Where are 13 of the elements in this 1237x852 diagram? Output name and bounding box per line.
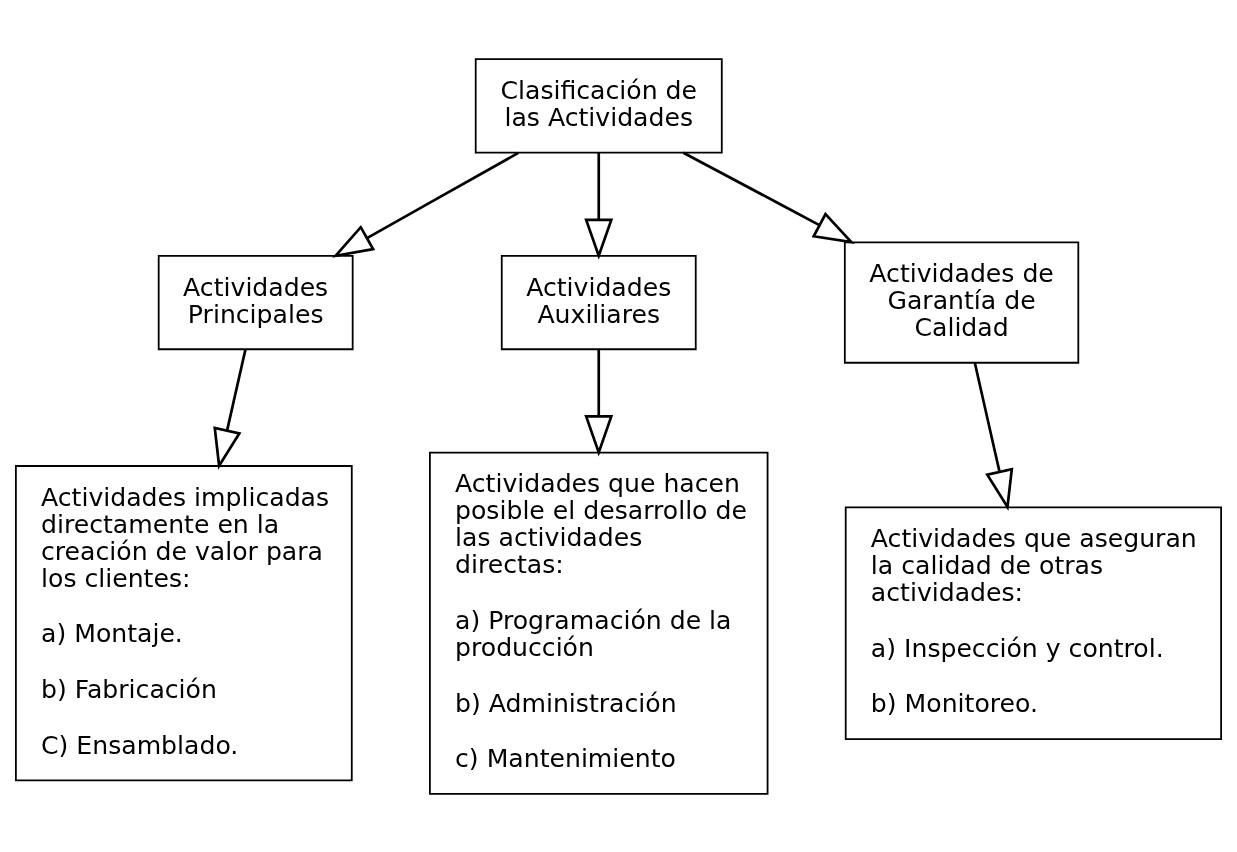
node-box: Actividades Auxiliares	[500, 254, 697, 350]
arrow	[973, 362, 1014, 511]
node-box: Clasificación de las Actividades	[474, 57, 723, 153]
node-box: Actividades Principales	[157, 254, 354, 350]
node-box: Actividades que hacen posible el desarrollo de las actividades directas: a) Programación de la producción b) Administración c) Mantenimiento	[429, 451, 769, 795]
node-box: Actividades de Garantía de Calidad	[843, 241, 1080, 364]
node-box: Actividades implicadas directamente en la creación de valor para los clientes: a) Montaje. b) Fabricación C) Ensamblado.	[15, 464, 353, 781]
node-box: Actividades que aseguran la calidad de otras actividades: a) Inspección y control. b) Monitoreo.	[844, 505, 1222, 740]
arrow	[332, 151, 519, 258]
arrow	[682, 151, 855, 244]
arrow	[213, 349, 247, 470]
arrow	[584, 152, 614, 260]
arrow	[584, 349, 614, 456]
